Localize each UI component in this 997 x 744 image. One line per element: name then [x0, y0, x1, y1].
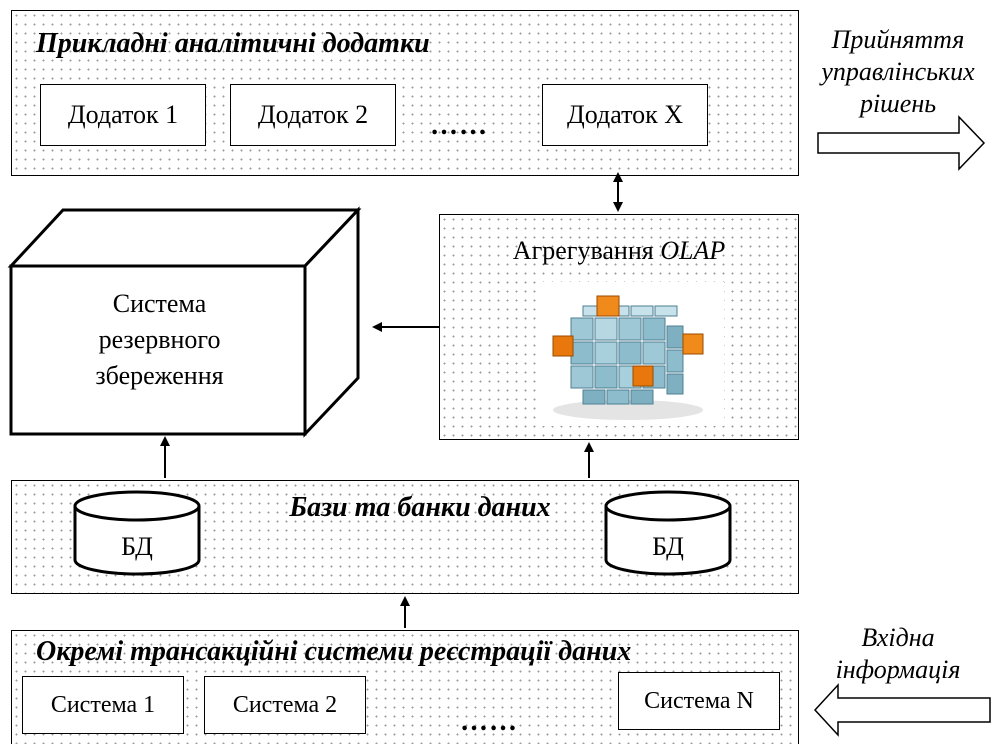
output-block-arrow — [817, 115, 986, 171]
db-cylinder-right — [604, 490, 732, 576]
applications-layer-title: Прикладні аналітичні додатки — [36, 28, 430, 59]
app-box-1: Додаток 1 — [40, 84, 206, 146]
input-line-2: інформація — [835, 655, 961, 684]
decisions-line-3: рішень — [859, 89, 937, 118]
databases-layer-title: Бази та банки даних — [289, 492, 551, 523]
app-box-x: Додаток Х — [542, 84, 708, 146]
input-line-1: Вхідна — [861, 623, 935, 652]
system-box-1: Система 1 — [22, 676, 184, 734]
systems-ellipsis: …… — [460, 706, 518, 737]
system-box-n: Система N — [618, 672, 780, 730]
db-cylinder-left — [73, 490, 201, 576]
decisions-line-2: управлінських — [821, 57, 975, 86]
olap-title-plain: Агрегування — [512, 236, 661, 265]
backup-line-1: Система — [112, 289, 207, 318]
backup-storage-label: Система резервного збереження — [22, 286, 297, 394]
input-label: Вхідна інформація — [806, 622, 990, 686]
olap-title-italic: OLAP — [660, 236, 726, 265]
decisions-label: Прийняття управлінських рішень — [806, 24, 990, 120]
olap-title: Агрегування OLAP — [439, 236, 799, 266]
olap-cube-icon — [536, 282, 724, 426]
apps-ellipsis: …… — [430, 110, 488, 141]
system-box-2: Система 2 — [204, 676, 366, 734]
app-box-2: Додаток 2 — [230, 84, 396, 146]
backup-line-3: збереження — [95, 361, 224, 390]
decisions-line-1: Прийняття — [831, 25, 965, 54]
db-label-right: БД — [652, 532, 684, 561]
transactions-layer-title: Окремі трансакційні системи реєстрації д… — [36, 636, 632, 667]
backup-storage-cube — [7, 206, 362, 438]
input-block-arrow — [813, 683, 991, 737]
backup-line-2: резервного — [98, 325, 221, 354]
db-label-left: БД — [121, 532, 153, 561]
